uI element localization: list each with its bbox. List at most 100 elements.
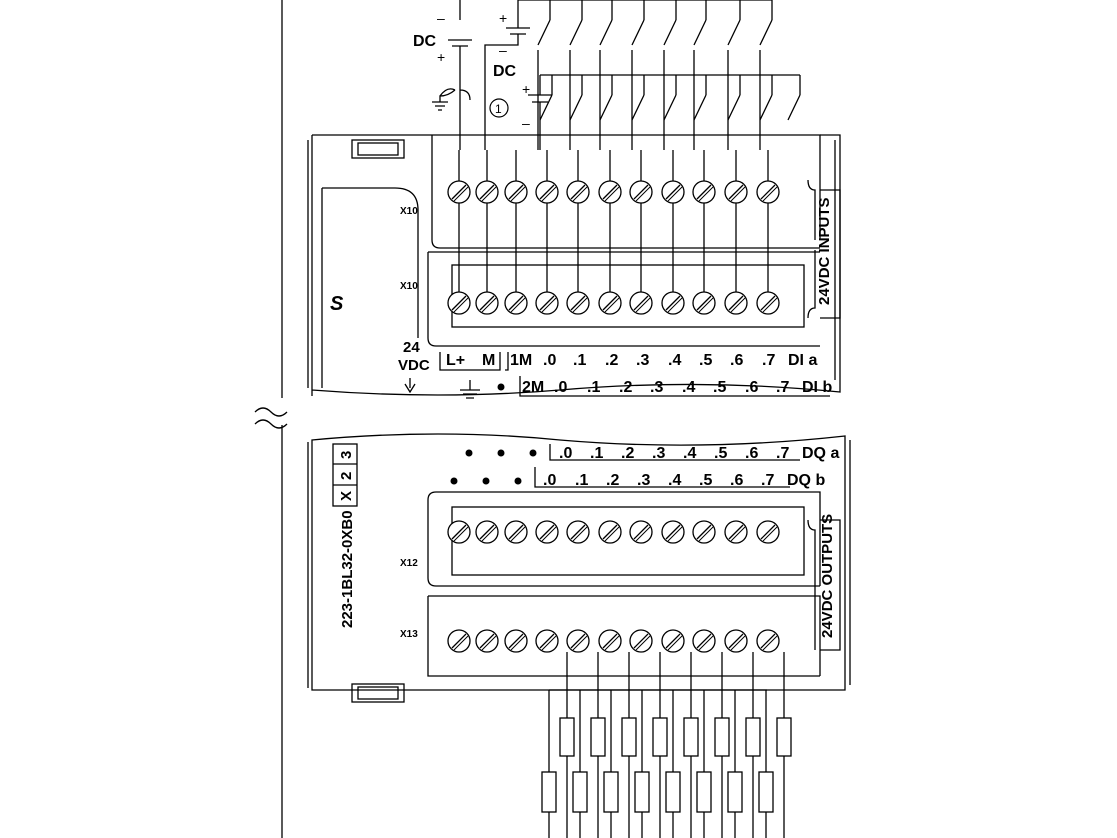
dc-supply-left xyxy=(448,0,472,150)
dc-left-minus: – xyxy=(437,10,445,26)
x10-top-screw-terminal xyxy=(661,180,685,204)
output-b-dot xyxy=(514,477,522,485)
load-resistor-icon xyxy=(665,771,681,813)
switch-contact-icon xyxy=(663,94,677,121)
switch-contact-icon xyxy=(727,94,741,121)
switch-contact-icon xyxy=(539,94,553,121)
switch-contact-icon xyxy=(759,94,773,121)
load-resistor-icon xyxy=(696,771,712,813)
x13-screw-terminal xyxy=(504,629,528,653)
x12-screw-terminal xyxy=(629,520,653,544)
x10-top-screw-terminal xyxy=(692,180,716,204)
input-b-terminal-group-label: DI b xyxy=(802,379,832,396)
output-a-terminal-label: .4 xyxy=(683,445,696,462)
x13-screw-terminal xyxy=(692,629,716,653)
x13-screw-terminal xyxy=(475,629,499,653)
dc-left-label: DC xyxy=(413,33,437,50)
x12-screw-terminal xyxy=(756,520,780,544)
output-b-terminal-label: .6 xyxy=(730,472,743,489)
bottom-latch xyxy=(351,683,405,703)
switch-contact-icon xyxy=(631,94,645,121)
input-a-terminal-label: .0 xyxy=(543,352,556,369)
output-a-terminal-label: .1 xyxy=(590,445,603,462)
input-label-brackets xyxy=(439,352,830,397)
x13-screw-terminal xyxy=(724,629,748,653)
x10-top-screw-terminal xyxy=(629,180,653,204)
x12-screw-terminal xyxy=(692,520,716,544)
outputs-label: 24VDC OUTPUTS xyxy=(819,514,836,638)
x10-top-screw-terminal xyxy=(598,180,622,204)
switch-contact-icon xyxy=(599,94,613,121)
earth-ground-left-icon xyxy=(432,89,456,111)
output-a-terminal-label: .3 xyxy=(652,445,665,462)
top-latch xyxy=(351,139,405,159)
inner-common-rail xyxy=(528,74,800,150)
x12-screw-terminal xyxy=(566,520,590,544)
note-marker-circle xyxy=(489,98,509,118)
output-a-dot xyxy=(497,449,505,457)
top-latch-inner xyxy=(357,142,399,156)
ground-loop xyxy=(439,88,456,97)
x10-top-screw-terminal xyxy=(535,180,559,204)
switch-contact-icon xyxy=(599,19,613,46)
x13-screw-terminal xyxy=(629,629,653,653)
inputs-label: 24VDC INPUTS xyxy=(816,197,833,305)
load-resistor-icon xyxy=(776,717,792,757)
note-marker: 1 xyxy=(495,102,502,116)
load-resistor-icon xyxy=(683,717,699,757)
x12-screw-terminal xyxy=(724,520,748,544)
load-resistor-icon xyxy=(572,771,588,813)
load-resistor-icon xyxy=(559,717,575,757)
switch-contact-icon xyxy=(569,94,583,121)
x10-bottom-screw-terminal xyxy=(535,291,559,315)
version-box-value: 3 xyxy=(338,451,355,459)
switch-contact-icon xyxy=(631,19,645,46)
output-a-terminal-label: .0 xyxy=(559,445,572,462)
version-box-value: X xyxy=(338,491,355,501)
output-a-dot xyxy=(465,449,473,457)
x12-screw-terminal xyxy=(661,520,685,544)
output-terminal-housing-lower xyxy=(427,595,821,677)
switch-contact-icon xyxy=(693,19,707,46)
connector-x10-bottom: X10 xyxy=(400,281,418,292)
load-resistor-icon xyxy=(714,717,730,757)
x12-screw-terminal xyxy=(504,520,528,544)
x12-screw-terminal xyxy=(598,520,622,544)
switch-contact-icon xyxy=(663,19,677,46)
load-resistor-icon xyxy=(727,771,743,813)
output-b-dot xyxy=(482,477,490,485)
output-label-insert xyxy=(807,519,841,651)
dc-left-plus: + xyxy=(437,49,445,65)
x10-bottom-screw-terminal xyxy=(504,291,528,315)
input-terminal-strip xyxy=(451,264,805,328)
x10-bottom-screw-terminal xyxy=(756,291,780,315)
load-resistor-icon xyxy=(603,771,619,813)
input-terminal-housing xyxy=(427,134,821,347)
input-b-terminal-label: .0 xyxy=(554,379,567,396)
load-resistor-icon xyxy=(590,717,606,757)
module-top-outline xyxy=(311,134,841,396)
input-b-terminal-label: .4 xyxy=(682,379,695,396)
output-b-terminal-label: .3 xyxy=(637,472,650,489)
output-a-terminal-label: .2 xyxy=(621,445,634,462)
input-b-dot xyxy=(497,383,505,391)
x10-top-screw-terminal xyxy=(447,180,471,204)
x10-top-screw-terminal xyxy=(724,180,748,204)
ground-m-icon xyxy=(460,380,480,399)
x10-top-screw-terminal xyxy=(504,180,528,204)
version-box-dividers xyxy=(333,463,357,486)
x13-screw-terminal xyxy=(566,629,590,653)
switch-contact-icon xyxy=(569,19,583,46)
dc-top-label: DC xyxy=(493,63,517,80)
input-b-terminal-label: 2M xyxy=(522,379,544,396)
x10-top-screw-terminal xyxy=(475,180,499,204)
module-top-side-lines xyxy=(307,140,836,388)
load-resistor-icon xyxy=(745,717,761,757)
siemens-logo-icon: S xyxy=(330,293,344,315)
x13-screw-terminal xyxy=(598,629,622,653)
output-a-terminal-label: .7 xyxy=(776,445,789,462)
connector-x13: X13 xyxy=(400,629,418,640)
dc-inner-plus: + xyxy=(522,81,530,97)
front-panel xyxy=(321,187,419,388)
